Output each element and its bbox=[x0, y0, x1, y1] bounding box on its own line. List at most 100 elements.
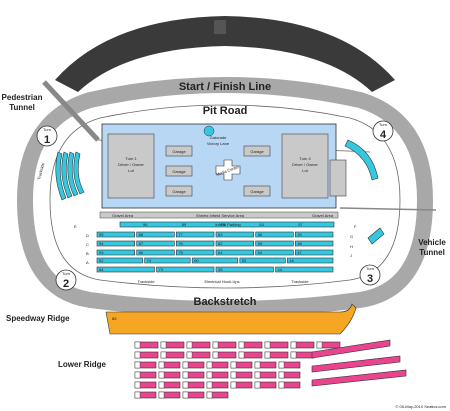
lower-ridge-section[interactable] bbox=[206, 361, 229, 369]
lower-ridge-section[interactable] bbox=[182, 361, 205, 369]
infield-building bbox=[329, 159, 347, 197]
lower-ridge-section[interactable] bbox=[206, 371, 229, 379]
garages: Garage Garage Garage Garage Garage bbox=[165, 145, 271, 197]
svg-text:Gatorade: Gatorade bbox=[210, 135, 227, 140]
lower-ridge-section[interactable] bbox=[311, 355, 401, 373]
infield-section[interactable] bbox=[295, 231, 334, 238]
infield-parking[interactable] bbox=[119, 221, 335, 228]
infield-section[interactable] bbox=[96, 240, 135, 247]
lower-ridge-section[interactable] bbox=[212, 341, 237, 349]
infield-section[interactable] bbox=[255, 231, 294, 238]
infield-section[interactable] bbox=[136, 231, 175, 238]
infield-section[interactable] bbox=[176, 249, 215, 256]
lower-ridge-section[interactable] bbox=[254, 361, 277, 369]
infield-section[interactable] bbox=[144, 257, 191, 264]
infield-section[interactable] bbox=[136, 240, 175, 247]
svg-text:Gravel Area: Gravel Area bbox=[112, 213, 134, 218]
pedestrian-tunnel-label-1: Pedestrian bbox=[2, 93, 43, 102]
lower-ridge-section[interactable] bbox=[182, 391, 205, 399]
lower-ridge-section[interactable] bbox=[134, 391, 157, 399]
lower-ridge-section[interactable] bbox=[158, 391, 181, 399]
infield-section[interactable] bbox=[295, 249, 334, 256]
infield-section[interactable] bbox=[255, 240, 294, 247]
lower-ridge-section[interactable] bbox=[186, 341, 211, 349]
turn-4-lot bbox=[281, 133, 329, 199]
svg-text:4: 4 bbox=[380, 129, 387, 141]
lower-ridge-section[interactable] bbox=[278, 381, 301, 389]
lower-ridge-section[interactable] bbox=[230, 371, 253, 379]
infield-section[interactable] bbox=[215, 266, 274, 273]
infield-section[interactable] bbox=[96, 257, 143, 264]
lower-ridge-section[interactable] bbox=[264, 351, 289, 359]
infield-section[interactable] bbox=[255, 249, 294, 256]
vehicle-tunnel-label-1: Vehicle bbox=[418, 238, 446, 247]
infield-section[interactable] bbox=[156, 266, 215, 273]
speedway-ridge-label: Speedway Ridge bbox=[6, 314, 70, 323]
lower-ridge-section[interactable] bbox=[254, 381, 277, 389]
lower-ridge-section[interactable] bbox=[160, 351, 185, 359]
infield-section[interactable] bbox=[96, 266, 155, 273]
lower-ridge-section[interactable] bbox=[158, 371, 181, 379]
lower-ridge-section[interactable] bbox=[212, 351, 237, 359]
infield-section[interactable] bbox=[176, 231, 215, 238]
lower-ridge-section[interactable] bbox=[316, 341, 341, 349]
section-number: 87 bbox=[139, 241, 144, 246]
svg-text:A: A bbox=[86, 260, 89, 265]
infield-section[interactable] bbox=[176, 240, 215, 247]
infield-section[interactable] bbox=[136, 249, 175, 256]
trackside-left: Trackside bbox=[36, 162, 45, 181]
infield-section[interactable] bbox=[215, 231, 254, 238]
section-number: 48 bbox=[297, 241, 302, 246]
lower-ridge-section[interactable] bbox=[238, 351, 263, 359]
turn-1-lot bbox=[107, 133, 155, 199]
lower-ridge-section[interactable] bbox=[182, 381, 205, 389]
section-number: 44 bbox=[278, 267, 283, 272]
lower-ridge-section[interactable] bbox=[278, 361, 301, 369]
lower-ridge-section[interactable] bbox=[182, 371, 205, 379]
lower-ridge-section[interactable] bbox=[290, 341, 315, 349]
lower-ridge-section[interactable] bbox=[311, 339, 391, 359]
lower-ridge-section[interactable] bbox=[158, 381, 181, 389]
section-number: 89 bbox=[182, 222, 187, 227]
lower-ridge-section[interactable] bbox=[230, 361, 253, 369]
infield-section[interactable] bbox=[275, 266, 334, 273]
lower-ridge-section[interactable] bbox=[254, 371, 277, 379]
lower-ridge-section[interactable] bbox=[290, 351, 315, 359]
lower-ridge-section[interactable] bbox=[134, 371, 157, 379]
lower-ridge-section[interactable] bbox=[134, 351, 159, 359]
lower-ridge-sections[interactable] bbox=[134, 339, 407, 399]
lower-ridge-section[interactable] bbox=[134, 381, 157, 389]
infield-section[interactable] bbox=[96, 249, 135, 256]
lower-ridge-section[interactable] bbox=[160, 341, 185, 349]
turn-4-stands[interactable] bbox=[344, 139, 379, 181]
section-number: 53 bbox=[242, 258, 247, 263]
lower-ridge-section[interactable] bbox=[230, 381, 253, 389]
infield-section[interactable] bbox=[215, 240, 254, 247]
lower-ridge-section[interactable] bbox=[134, 341, 159, 349]
turn-2-marker: Turn 2 bbox=[55, 269, 77, 291]
lower-ridge-section[interactable] bbox=[186, 351, 211, 359]
lower-ridge-section[interactable] bbox=[264, 341, 289, 349]
svg-text:Garage: Garage bbox=[172, 189, 186, 194]
lower-ridge-section[interactable] bbox=[158, 361, 181, 369]
lower-ridge-section[interactable] bbox=[134, 361, 157, 369]
turn-1-stands[interactable] bbox=[55, 151, 85, 201]
infield-section[interactable] bbox=[239, 257, 286, 264]
infield-section[interactable] bbox=[295, 240, 334, 247]
lower-ridge-section[interactable] bbox=[238, 341, 263, 349]
lower-ridge-section[interactable] bbox=[278, 371, 301, 379]
svg-text:Victory Lane: Victory Lane bbox=[207, 141, 230, 146]
lower-ridge-section[interactable] bbox=[311, 369, 407, 387]
lower-ridge-section[interactable] bbox=[206, 381, 229, 389]
speedway-ridge-section[interactable] bbox=[105, 303, 357, 335]
infield-section[interactable] bbox=[215, 249, 254, 256]
turn-3-stands[interactable] bbox=[367, 227, 385, 245]
infield-section[interactable] bbox=[287, 257, 334, 264]
infield-section[interactable] bbox=[96, 231, 135, 238]
section-number: 60 bbox=[194, 258, 199, 263]
lower-ridge-section[interactable] bbox=[206, 391, 229, 399]
section-number: 86 bbox=[139, 250, 144, 255]
svg-text:3: 3 bbox=[367, 273, 373, 285]
infield-section[interactable] bbox=[191, 257, 239, 264]
